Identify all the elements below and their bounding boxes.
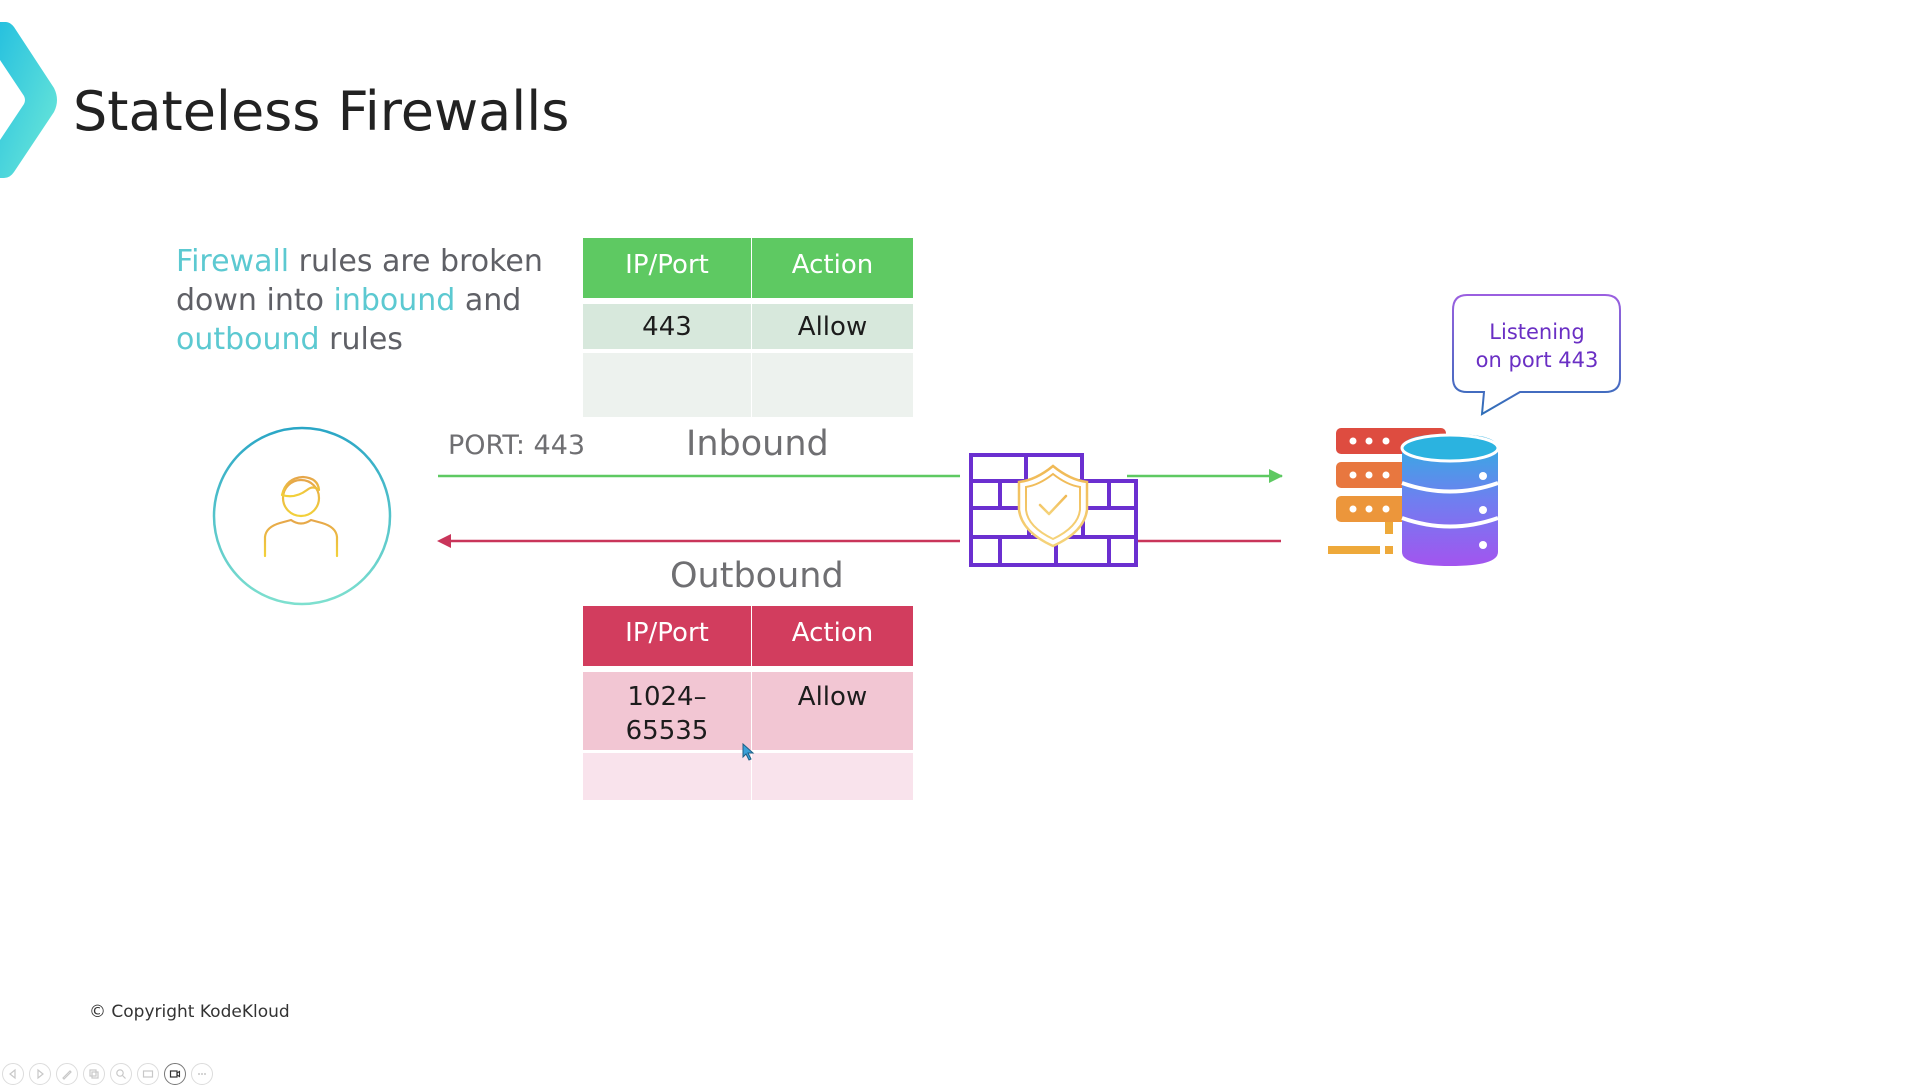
next-icon [37,1068,44,1080]
bubble-line-1: Listening [1489,320,1585,344]
intro-highlight-outbound: outbound [176,322,320,357]
camera-button[interactable] [164,1063,186,1085]
intro-highlight-inbound: inbound [333,283,456,318]
cell-action [752,353,913,417]
speech-bubble [1452,294,1621,416]
more-icon [198,1073,206,1075]
user-icon [212,426,392,606]
outbound-arrow [437,534,1281,548]
intro-text: Firewall rules are broken down into inbo… [176,242,576,359]
table-row: 443 Allow [583,304,913,349]
header-action: Action [752,238,913,298]
intro-text-part: rules [319,322,403,357]
outbound-label: Outbound [670,556,844,596]
cell-ip-port [583,753,751,800]
cell-ip-port: 443 [583,304,751,349]
outbound-rules-table: IP/Port Action 1024– 65535 Allow [583,606,913,800]
cell-action [752,753,913,800]
inbound-rules-table: IP/Port Action 443 Allow [583,238,913,417]
inbound-label: Inbound [686,424,829,464]
inbound-arrow [438,469,1283,483]
presentation-toolbar [2,1063,213,1085]
subtitles-button[interactable] [137,1063,159,1085]
header-action: Action [752,606,913,666]
table-row [583,353,913,417]
bubble-text: Listening on port 443 [1455,318,1619,374]
table-header-row: IP/Port Action [583,606,913,666]
kodekloud-logo-icon [0,22,57,178]
previous-icon [9,1068,16,1080]
table-row [583,753,913,800]
camera-icon [169,1070,181,1078]
table-row: 1024– 65535 Allow [583,672,913,750]
mouse-cursor-icon [742,743,755,761]
cell-ip-port: 1024– 65535 [583,672,751,750]
table-header-row: IP/Port Action [583,238,913,298]
bubble-line-2: on port 443 [1475,348,1599,372]
copyright-text: © Copyright KodeKloud [89,1002,290,1022]
subtitles-icon [142,1070,154,1078]
previous-slide-button[interactable] [2,1063,24,1085]
server-database-icon [1328,428,1500,566]
more-options-button[interactable] [191,1063,213,1085]
zoom-icon [116,1069,126,1079]
intro-highlight-firewall: Firewall [176,244,290,279]
pen-icon [62,1070,72,1080]
pen-button[interactable] [56,1063,78,1085]
cell-action: Allow [752,304,913,349]
header-ip-port: IP/Port [583,238,751,298]
slides-icon [89,1069,99,1079]
intro-text-part: and [455,283,522,318]
cell-ip-port [583,353,751,417]
cell-action: Allow [752,672,913,750]
shield-check-icon [1017,464,1089,548]
zoom-button[interactable] [110,1063,132,1085]
see-all-slides-button[interactable] [83,1063,105,1085]
firewall-icon [969,453,1138,567]
next-slide-button[interactable] [29,1063,51,1085]
slide-title: Stateless Firewalls [73,80,570,143]
intro-text-part: rules are broken down into [176,244,543,318]
header-ip-port: IP/Port [583,606,751,666]
port-label: PORT: 443 [448,430,586,461]
